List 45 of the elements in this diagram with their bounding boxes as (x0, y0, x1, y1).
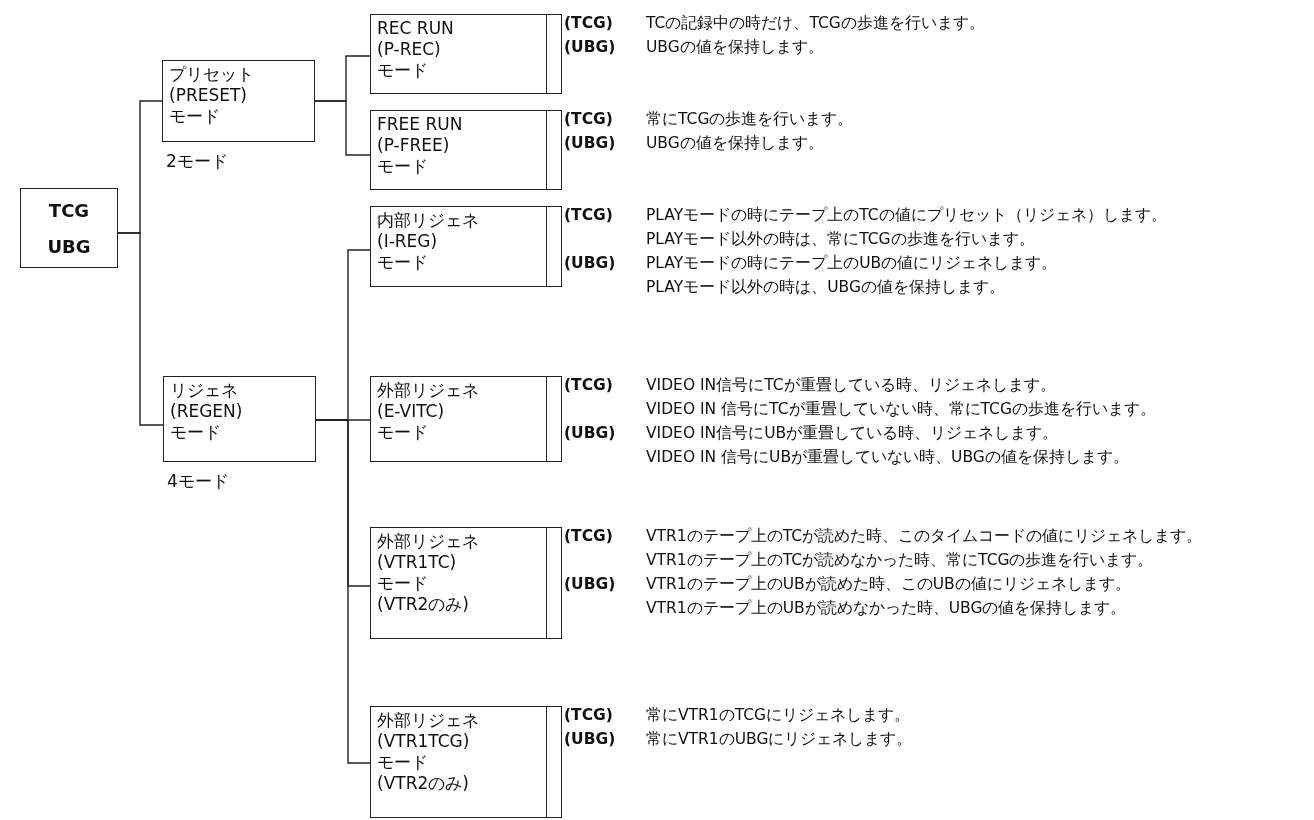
signal-tag: (UBG) (564, 572, 646, 596)
signal-tag: (TCG) (564, 203, 646, 227)
signal-tag: (UBG) (564, 421, 646, 445)
signal-tag: (TCG) (564, 11, 646, 35)
signal-tag: (TCG) (564, 524, 646, 548)
mode-box: プリセット (PRESET) モード (162, 60, 315, 142)
signal-tag: (UBG) (564, 35, 646, 59)
mode-box: 内部リジェネ (I-REG) モード (370, 206, 562, 287)
mode-box: REC RUN (P-REC) モード (370, 14, 562, 94)
description-text: PLAYモードの時にテープ上のUBの値にリジェネします。 (646, 253, 1059, 274)
signal-label: UBG (46, 235, 92, 257)
signal-tag: (UBG) (564, 251, 646, 275)
description-text: 常にVTR1のUBGにリジェネします。 (646, 729, 914, 750)
description-text: VTR1のテープ上のTCが読めた時、このタイムコードの値にリジェネします。 (646, 526, 1204, 547)
mode-box: 外部リジェネ (VTR1TCG) モード (VTR2のみ) (370, 706, 562, 818)
description-text: VIDEO IN 信号にTCが重畳していない時、常にTCGの歩進を行います。 (646, 399, 1157, 420)
signal-tag: (TCG) (564, 703, 646, 727)
mode-count: 2モード (166, 150, 228, 173)
description-text: PLAYモードの時にテープ上のTCの値にプリセット（リジェネ）します。 (646, 205, 1168, 226)
description-text: UBGの値を保持します。 (646, 37, 825, 58)
connector-line (314, 100, 371, 156)
description-text: PLAYモード以外の時は、常にTCGの歩進を行います。 (646, 229, 1036, 250)
description-text: PLAYモード以外の時は、UBGの値を保持します。 (646, 277, 1006, 298)
description-text: 常にTCGの歩進を行います。 (646, 109, 855, 130)
signal-tag: (TCG) (564, 107, 646, 131)
description-text: 常にVTR1のTCGにリジェネします。 (646, 705, 912, 726)
signal-tag: (UBG) (564, 727, 646, 751)
description-text: VIDEO IN信号にTCが重畳している時、リジェネします。 (646, 375, 1057, 396)
signal-box (20, 188, 118, 268)
mode-count: 4モード (167, 470, 229, 493)
mode-box: FREE RUN (P-FREE) モード (370, 110, 562, 190)
description-text: VTR1のテープ上のUBが読めた時、このUBの値にリジェネします。 (646, 574, 1132, 595)
signal-tag: (UBG) (564, 131, 646, 155)
signal-tag: (TCG) (564, 373, 646, 397)
mode-box: 外部リジェネ (VTR1TC) モード (VTR2のみ) (370, 527, 562, 639)
description-text: VTR1のテープ上のUBが読めなかった時、UBGの値を保持します。 (646, 598, 1128, 619)
description-text: TCの記録中の時だけ、TCGの歩進を行います。 (646, 13, 986, 34)
mode-box: 外部リジェネ (E-VITC) モード (370, 376, 562, 462)
description-text: VIDEO IN信号にUBが重畳している時、リジェネします。 (646, 423, 1060, 444)
description-text: VIDEO IN 信号にUBが重畳していない時、UBGの値を保持します。 (646, 447, 1130, 468)
description-text: VTR1のテープ上のTCが読めなかった時、常にTCGの歩進を行います。 (646, 550, 1155, 571)
signal-label: TCG (47, 199, 91, 221)
connector-line (117, 232, 164, 426)
description-text: UBGの値を保持します。 (646, 133, 825, 154)
mode-box: リジェネ (REGEN) モード (163, 376, 316, 462)
